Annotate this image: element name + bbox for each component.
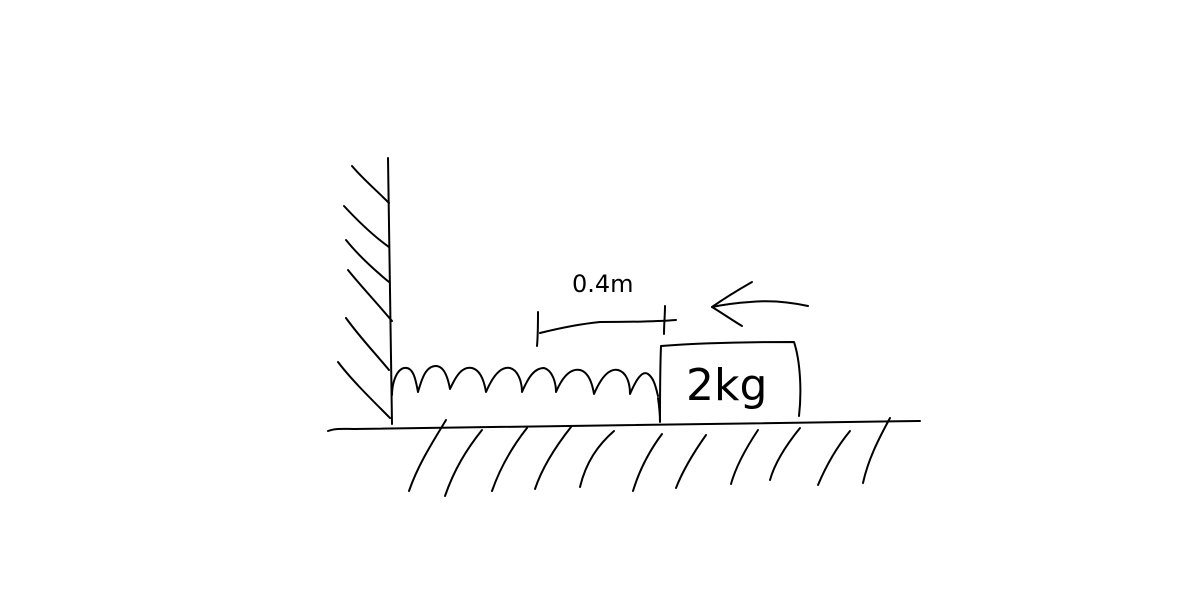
floor-line bbox=[327, 420, 921, 432]
arrow-shaft bbox=[711, 300, 809, 308]
dimension-tick-left bbox=[536, 311, 539, 347]
spring bbox=[391, 365, 659, 397]
arrow-head bbox=[711, 281, 753, 327]
dimension-tick-right bbox=[663, 305, 666, 335]
block-left-edge bbox=[657, 397, 661, 423]
floor-hatching bbox=[408, 417, 891, 497]
mass-block-outline bbox=[659, 341, 802, 421]
distance-label: 0.4m bbox=[572, 270, 634, 298]
mass-block bbox=[657, 341, 802, 423]
wall-hatching bbox=[337, 165, 393, 419]
direction-arrow bbox=[711, 281, 809, 327]
dimension-bracket bbox=[536, 305, 677, 347]
wall-line bbox=[387, 157, 393, 425]
wall bbox=[337, 157, 393, 425]
mass-label: 2kg bbox=[686, 360, 767, 411]
floor bbox=[327, 417, 921, 497]
dimension-line bbox=[539, 319, 677, 334]
